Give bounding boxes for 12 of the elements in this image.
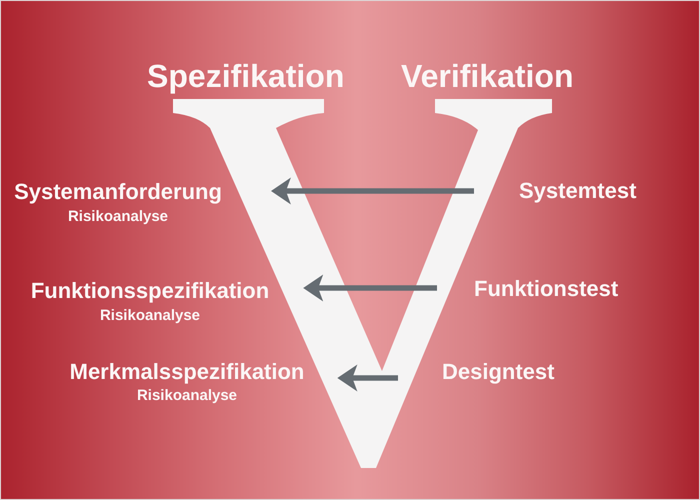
stage-sublabel: Risikoanalyse <box>136 388 238 403</box>
stage-label: Funktionstest <box>474 278 618 300</box>
column-heading: Spezifikation <box>147 60 344 92</box>
stage-label: Designtest <box>442 361 554 383</box>
arrow <box>337 364 398 392</box>
column-heading: Verifikation <box>401 60 574 92</box>
stage-sublabel: Risikoanalyse <box>66 209 170 224</box>
stage-sublabel: Risikoanalyse <box>98 308 202 323</box>
stage-label: Funktionsspezifikation <box>30 280 270 302</box>
stage-label: Merkmalsspezifikation <box>70 361 304 383</box>
stage-label: Systemtest <box>519 180 636 202</box>
stage-label: Systemanforderung <box>14 181 222 203</box>
